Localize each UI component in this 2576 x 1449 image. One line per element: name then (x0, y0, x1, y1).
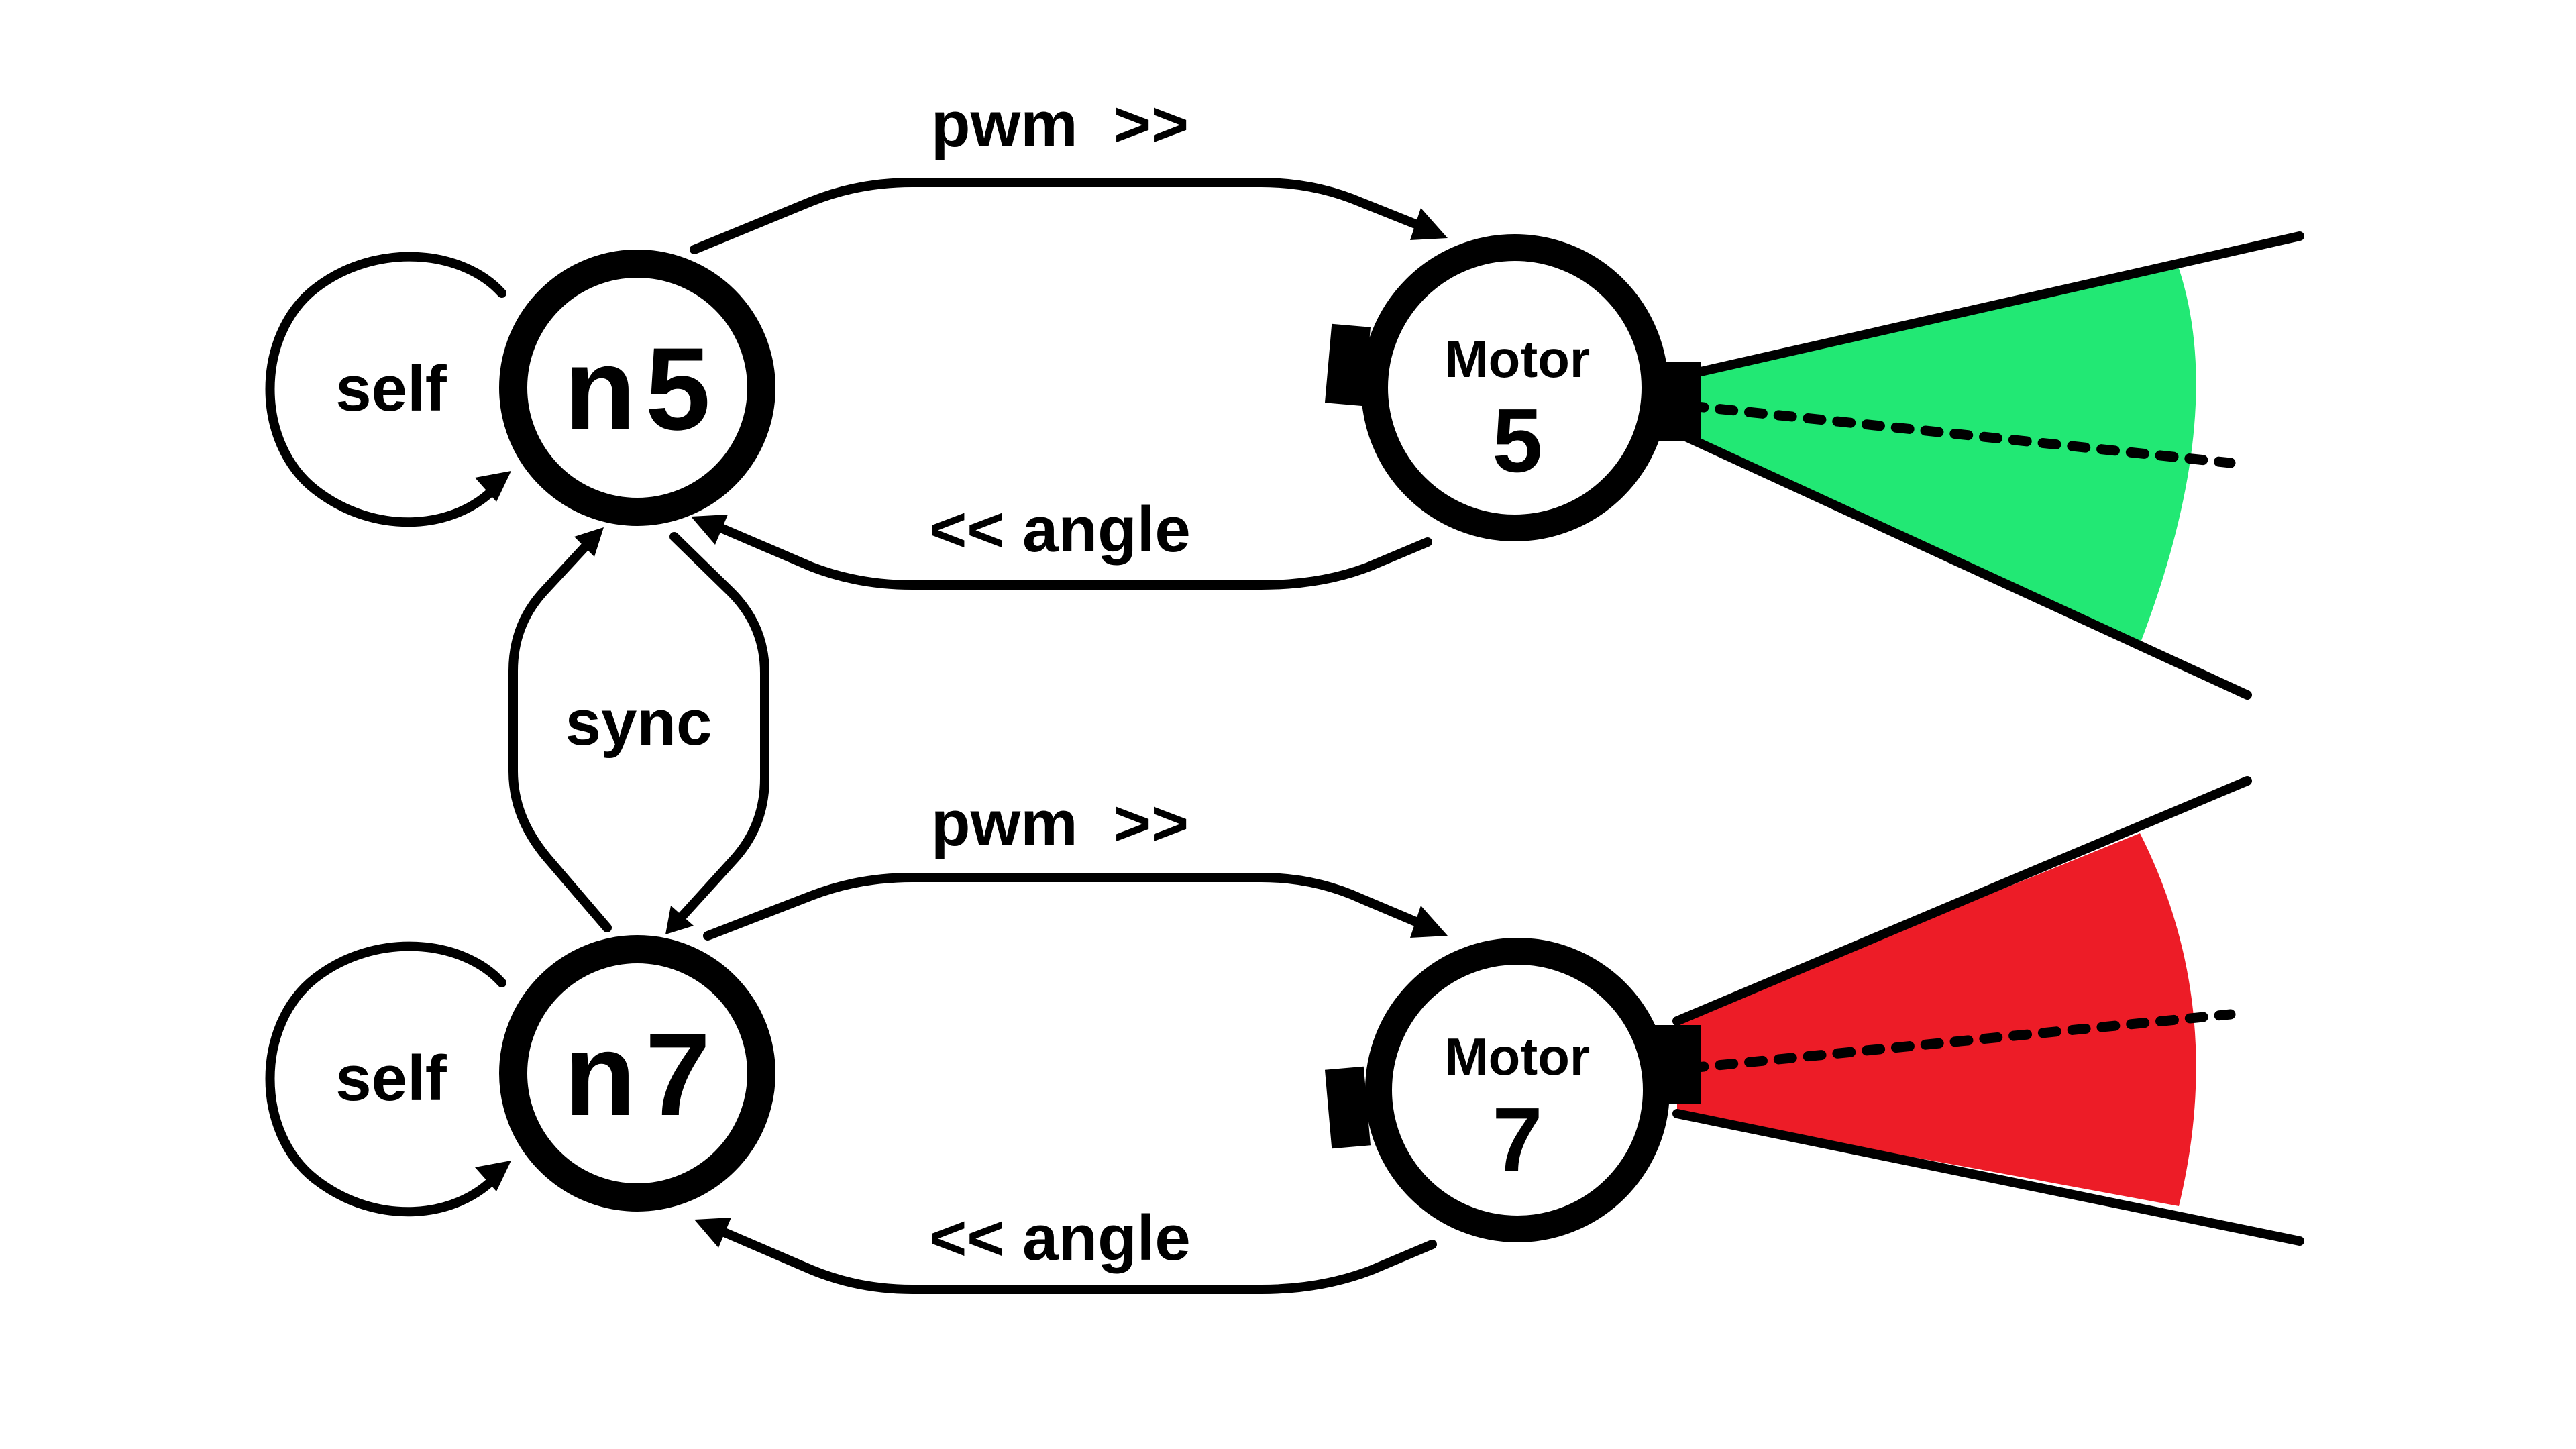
self-loop-n7-arrowhead (475, 1161, 511, 1191)
motor5-number: 5 (1492, 390, 1542, 491)
motor5-title: Motor (1445, 329, 1591, 388)
edge-n7-pwm-label: pwm >> (931, 788, 1189, 859)
motor5-left-mount (1324, 323, 1371, 407)
edge-n5-angle-arrowhead (691, 515, 728, 545)
self-label-n5: self (335, 353, 447, 425)
n7-label: n7 (564, 1010, 710, 1140)
motor-5: Motor 5 (1324, 234, 1701, 541)
edge-n5-pwm: pwm >> (690, 89, 1448, 254)
motor7-housing (1365, 938, 1670, 1242)
self-loop-n5: self (265, 252, 511, 527)
edge-n7-angle: << angle (694, 1202, 1437, 1294)
motor7-center-dotted-line (1685, 1009, 2236, 1073)
motor7-sweep-area (1677, 833, 2196, 1206)
edge-n5-pwm-line (690, 178, 1427, 254)
edge-n5-pwm-arrowhead (1410, 208, 1448, 240)
edge-n7-pwm-arrowhead (1410, 906, 1448, 938)
edge-n7-angle-arrowhead (694, 1218, 731, 1248)
motor5-housing (1361, 234, 1668, 541)
sync-n5-to-n7-arrowhead (665, 906, 694, 934)
self-loop-n5-arc (265, 252, 506, 527)
motor-7: Motor 7 (1324, 938, 1701, 1242)
motor7-number: 7 (1492, 1089, 1542, 1190)
n7-circle (499, 935, 775, 1212)
motor5-center-dotted-line (1685, 400, 2236, 468)
motor5-sweep-lower-edge (1672, 428, 2252, 700)
sync-n7-to-n5-line (508, 540, 612, 932)
self-loop-n7: self (265, 941, 511, 1217)
sync-n7-to-n5-arrowhead (574, 527, 604, 557)
motor7-left-mount (1324, 1066, 1371, 1149)
sync-n5-to-n7-line (669, 532, 769, 922)
self-loop-n7-arc (265, 941, 506, 1217)
edge-n7-pwm-line (703, 873, 1427, 941)
node-n5: n5 (499, 250, 775, 526)
edge-n5-angle-label: << angle (929, 494, 1191, 566)
motor7-sweep-lower-edge (1672, 1109, 2304, 1246)
edge-n7-angle-line (716, 1226, 1437, 1294)
node-n7: n7 (499, 935, 775, 1212)
edge-n7-pwm: pwm >> (703, 788, 1448, 941)
motor7-title: Motor (1445, 1027, 1591, 1086)
sync-label: sync (566, 687, 712, 759)
motor5-sweep-cone (1672, 231, 2304, 700)
self-loop-n5-arrowhead (475, 471, 511, 502)
sync-link: sync (508, 527, 769, 934)
edge-n5-angle: << angle (691, 494, 1432, 590)
edge-n7-angle-label: << angle (929, 1202, 1191, 1274)
self-label-n7: self (335, 1042, 447, 1114)
motor7-sweep-upper-edge (1672, 776, 2252, 1026)
n5-circle (499, 250, 775, 526)
motor5-sweep-area (1677, 268, 2196, 644)
edge-n5-pwm-label: pwm >> (931, 89, 1189, 160)
edge-n5-angle-line (713, 522, 1432, 590)
motor5-sweep-upper-edge (1672, 231, 2304, 382)
n5-label: n5 (564, 324, 710, 455)
motor7-sweep-cone (1672, 776, 2304, 1246)
